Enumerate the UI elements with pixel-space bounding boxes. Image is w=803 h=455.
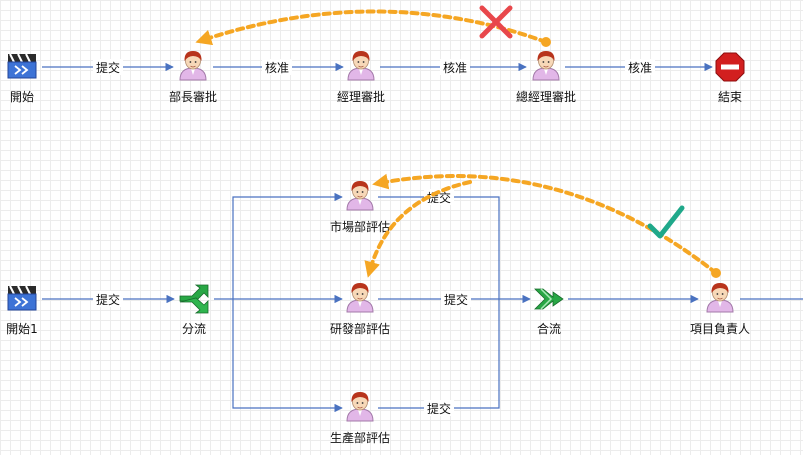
node-label: 部長審批 xyxy=(169,89,217,104)
flow-2: 提交 提交 提交 提交 xyxy=(6,173,803,445)
person-icon xyxy=(346,391,374,422)
edge-label-approve: 核准 xyxy=(628,61,652,75)
node-label: 項目負責人 xyxy=(690,322,750,336)
merge-icon xyxy=(534,288,564,310)
node-label: 結束 xyxy=(718,90,742,104)
node-label: 開始1 xyxy=(6,322,38,336)
node-split[interactable]: 分流 xyxy=(179,284,209,336)
edge-label-submit: 提交 xyxy=(444,292,468,307)
edge-approve-3[interactable]: 核准 xyxy=(565,59,713,75)
node-label: 生產部評估 xyxy=(330,430,390,445)
edge-submit-1[interactable]: 提交 xyxy=(42,59,174,75)
person-icon xyxy=(179,50,207,81)
edge-submit-prod[interactable]: 提交 xyxy=(378,299,500,416)
person-icon xyxy=(532,50,560,81)
stop-icon xyxy=(715,52,745,82)
edge-approve-1[interactable]: 核准 xyxy=(213,59,344,75)
flow-1: 提交 核准 核准 核准 開始 部長審批 經理審批 xyxy=(7,5,745,104)
edge-label-approve: 核准 xyxy=(443,61,467,75)
node-rd-eval[interactable]: 研發部評估 xyxy=(330,282,390,336)
node-market-eval[interactable]: 市場部評估 xyxy=(330,180,390,234)
node-label: 經理審批 xyxy=(337,89,385,104)
node-prod-eval[interactable]: 生產部評估 xyxy=(330,391,390,445)
node-end[interactable]: 結束 xyxy=(715,52,745,104)
edge-submit-2[interactable]: 提交 xyxy=(42,291,175,307)
edge-label-submit: 提交 xyxy=(96,292,120,307)
split-connectors[interactable] xyxy=(214,192,343,413)
clapboard-icon xyxy=(7,53,37,79)
allowed-jump-arrows xyxy=(364,173,721,278)
edge-label-submit: 提交 xyxy=(427,401,451,416)
person-icon xyxy=(346,180,374,211)
edge-submit-market[interactable]: 提交 xyxy=(378,189,500,299)
node-merge[interactable]: 合流 xyxy=(534,288,564,336)
edge-label-submit: 提交 xyxy=(96,60,120,75)
edge-submit-rd[interactable]: 提交 xyxy=(378,291,531,307)
node-label: 開始 xyxy=(10,90,34,104)
node-label: 合流 xyxy=(537,321,561,336)
person-icon xyxy=(347,50,375,81)
node-dept-approve[interactable]: 部長審批 xyxy=(169,50,217,104)
node-label: 分流 xyxy=(182,322,206,336)
edge-approve-2[interactable]: 核准 xyxy=(380,59,527,75)
split-icon xyxy=(179,284,209,314)
check-icon xyxy=(647,205,685,239)
node-label: 研發部評估 xyxy=(330,321,390,336)
node-mgr-approve[interactable]: 經理審批 xyxy=(337,50,385,104)
node-project-lead[interactable]: 項目負責人 xyxy=(690,282,750,336)
node-label: 總經理審批 xyxy=(516,89,576,104)
node-start[interactable]: 開始 xyxy=(7,53,37,104)
node-gm-approve[interactable]: 總經理審批 xyxy=(516,50,576,104)
edge-label-approve: 核准 xyxy=(265,61,289,75)
clapboard-icon xyxy=(7,285,37,311)
cross-icon xyxy=(479,5,513,39)
node-start-1[interactable]: 開始1 xyxy=(6,285,38,336)
person-icon xyxy=(706,282,734,313)
person-icon xyxy=(346,282,374,313)
node-label: 市場部評估 xyxy=(330,219,390,234)
